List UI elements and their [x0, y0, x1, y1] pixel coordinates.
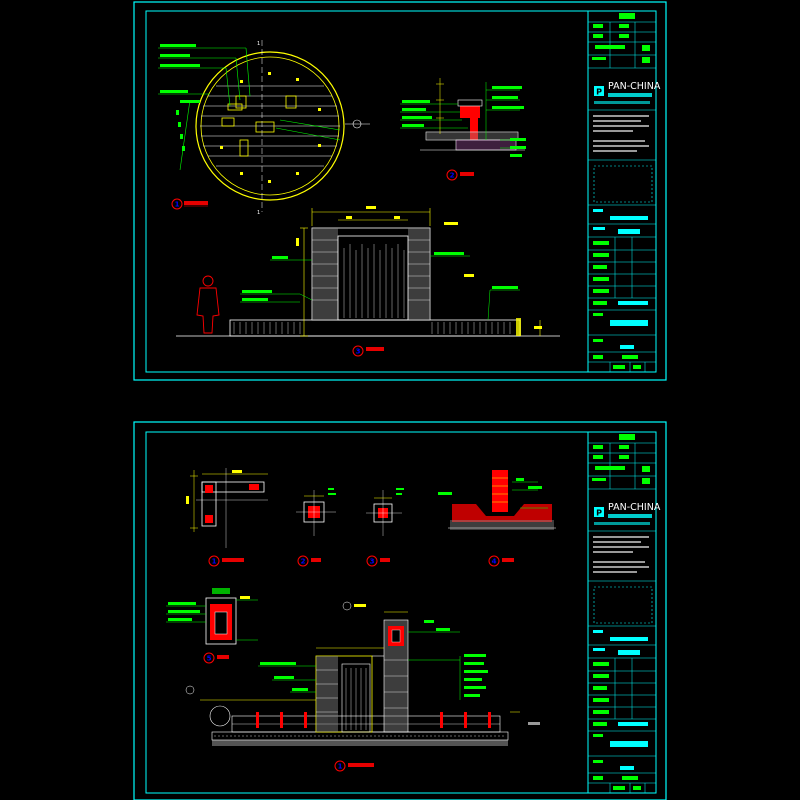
sheet-2-figure-4-marker — [488, 555, 500, 567]
sheet-2-detail-3: 3 — [366, 488, 404, 567]
sheet-1-inner-frame — [145, 10, 657, 373]
sheet-1-section-detail: 2 — [400, 78, 526, 181]
sheet-1-figure-3-number: 3 — [356, 348, 361, 356]
sheet-2-figure-3-number: 3 — [370, 558, 375, 566]
sheet-1-logo-letter: P — [596, 88, 602, 97]
sheet-1-figure-3-marker — [352, 345, 364, 357]
sheet-1-brand-name: PAN-CHINA — [608, 81, 661, 92]
sheet-2-detail-1: 1 — [186, 468, 268, 567]
sheet-2-figure-1-marker — [208, 555, 220, 567]
sheet-1-title-block: P PAN-CHINA — [587, 11, 661, 372]
sheet-2-detail-5: 5 — [166, 588, 258, 664]
sheet-2-section-elevation: 1 — [185, 601, 540, 772]
sheet-2-figure-6-number: 1 — [338, 763, 343, 771]
sheet-2-detail-2: 2 — [296, 488, 336, 567]
svg-text:1: 1 — [257, 210, 260, 216]
sheet-2-inner-frame — [145, 431, 657, 794]
sheet-2-figure-5-number: 5 — [207, 655, 212, 663]
sheet-1-figure-1-number: 1 — [175, 201, 180, 209]
sheet-2-logo-icon — [594, 507, 604, 517]
sheet-2-detail-4: 4 — [438, 470, 556, 567]
sheet-2-brand-name: PAN-CHINA — [608, 502, 661, 513]
sheet-1-figure-2-number: 2 — [450, 172, 455, 180]
sheet-2-logo-letter: P — [596, 509, 602, 518]
sheet-2-outer-frame — [133, 421, 667, 800]
sheet-1-human-figure — [196, 275, 220, 334]
sheet-2-title-block: P PAN-CHINA — [587, 432, 661, 793]
sheet-1-elevation: 3 — [176, 206, 560, 357]
sheet-1-figure-2-marker — [446, 169, 458, 181]
sheet-2-figure-2-number: 2 — [301, 558, 306, 566]
sheet-2-figure-1-number: 1 — [212, 558, 217, 566]
sheet-2-figure-3-marker — [366, 555, 378, 567]
sheet-2-figure-2-marker — [297, 555, 309, 567]
sheet-1-logo-icon — [594, 86, 604, 96]
sheet-1-circular-plan: 1 1 — [158, 40, 370, 216]
sheet-2-figure-4-number: 4 — [492, 558, 497, 566]
sheet-2-figure-5-marker — [203, 652, 215, 664]
svg-text:1: 1 — [257, 41, 260, 47]
sheet-1-outer-frame — [133, 1, 667, 381]
sheet-1-figure-1-marker — [171, 198, 183, 210]
sheet-2-figure-6-marker — [334, 760, 346, 772]
sheet-1: P PAN-CHINA — [133, 1, 667, 381]
sheet-2: P PAN-CHINA — [133, 421, 667, 800]
